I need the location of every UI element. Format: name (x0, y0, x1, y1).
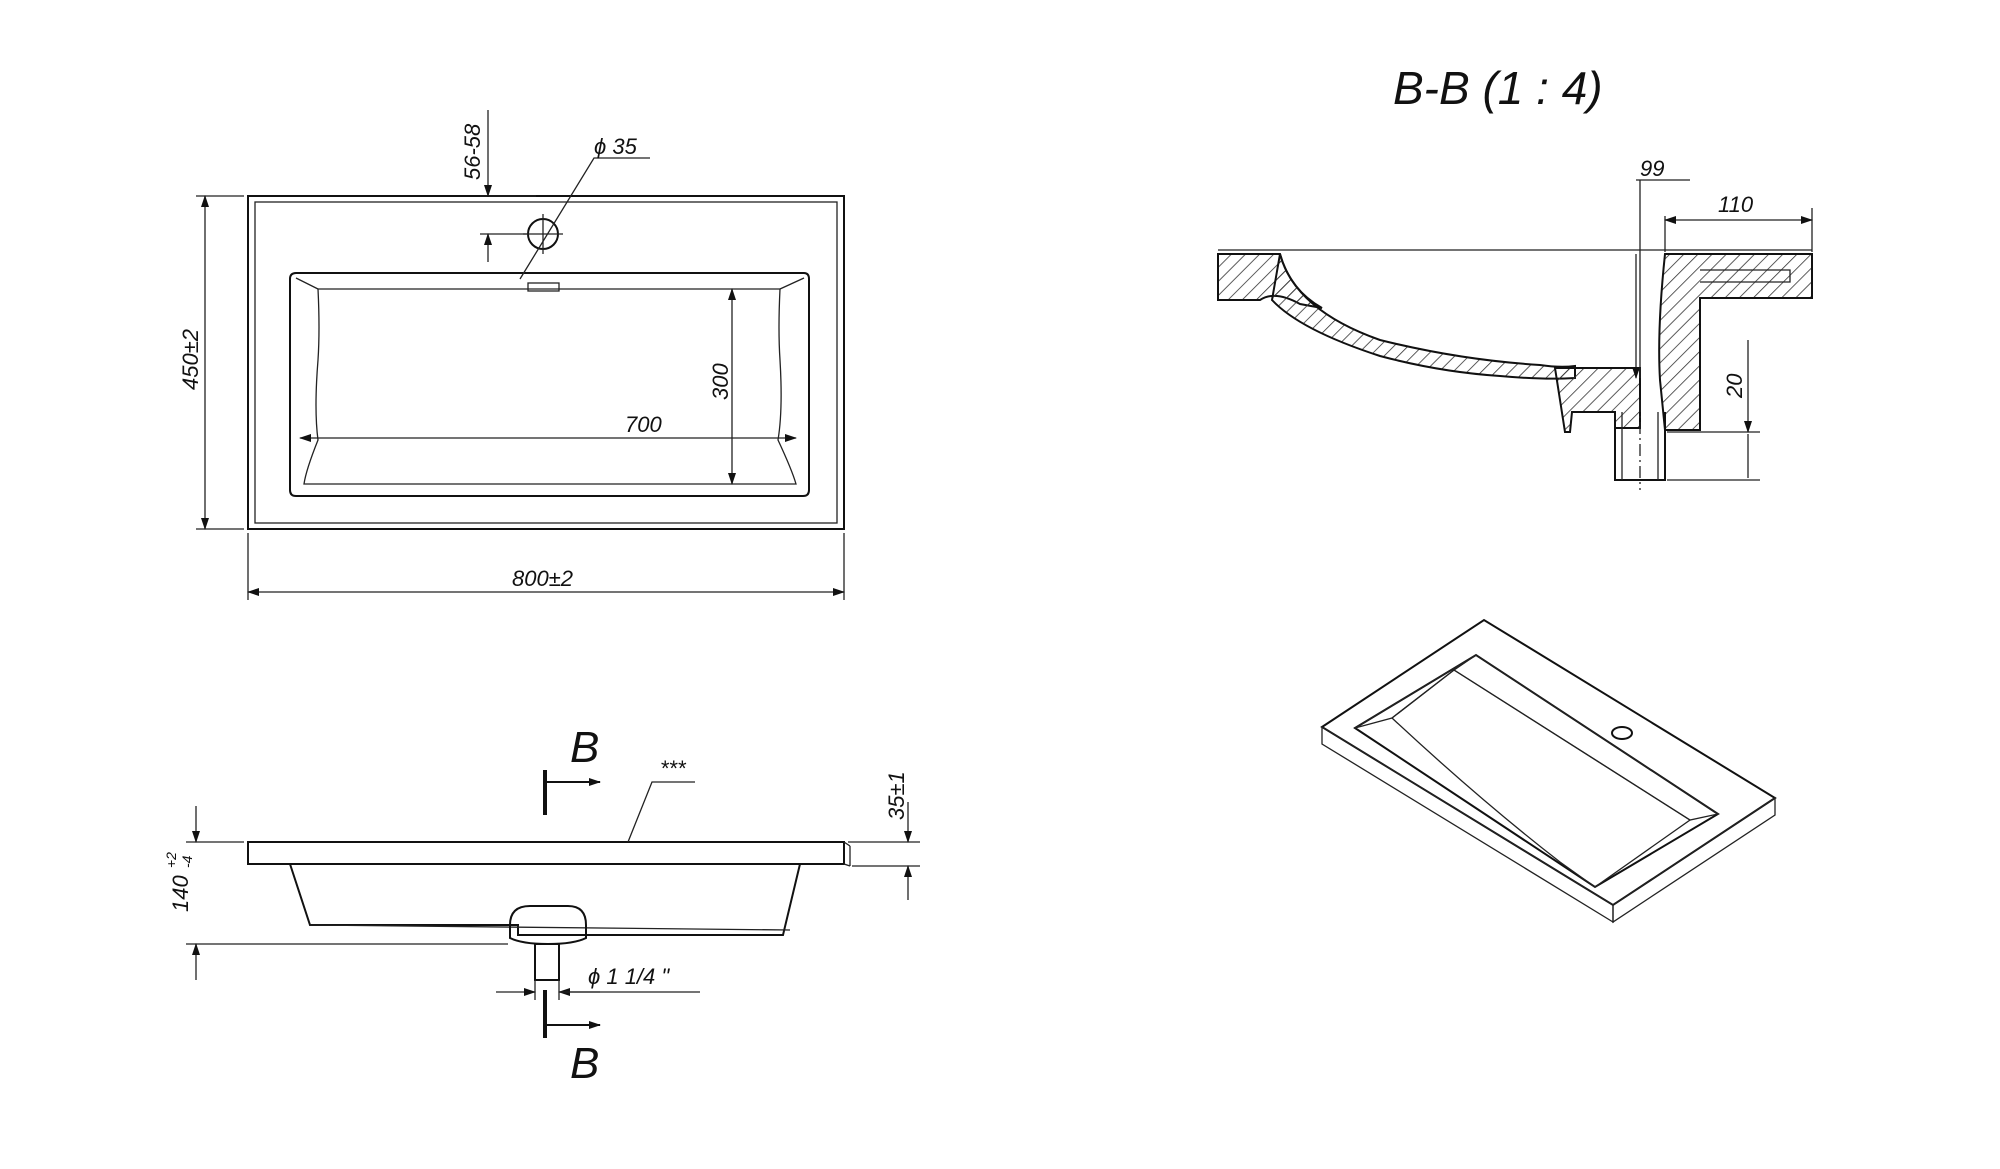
overflow-slot (527, 282, 560, 292)
height-label: 140 (168, 875, 193, 912)
section-marker-top: B (570, 723, 599, 772)
rim-thickness-label: 35±1 (884, 771, 909, 820)
drain-length-label: 20 (1722, 373, 1747, 399)
basin-outline (247, 195, 845, 530)
section-view: B-B (1 : 4) 99 110 20 (1217, 62, 1813, 490)
iso-tap-hole (1611, 726, 1633, 740)
bowl-length-label: 700 (625, 412, 662, 437)
iso-front-edge (1321, 725, 1614, 924)
bowl-outline (289, 272, 810, 497)
height-tol-plus: +2 (163, 852, 179, 868)
side-rim (247, 841, 845, 865)
side-drain-body (509, 905, 587, 946)
height-tol-minus: -4 (179, 855, 195, 868)
bowl-width-label: 300 (708, 363, 733, 400)
tap-offset-label: 56-58 (460, 123, 485, 180)
drain-diameter-label: ϕ 1 1/4 " (588, 964, 670, 989)
drain-offset-label: 99 (1640, 156, 1664, 181)
iso-bowl-wall (1452, 654, 1720, 821)
section-drain-boss (1553, 367, 1641, 433)
iso-view (1320, 618, 1777, 924)
section-bowl-shell (1270, 253, 1576, 380)
iso-top-surface (1320, 618, 1777, 907)
basin-rim-inner (254, 201, 838, 524)
section-right-wall (1658, 253, 1813, 431)
section-title: B-B (1 : 4) (1393, 62, 1603, 114)
section-drain-pipe (1614, 412, 1666, 481)
section-marker-bottom: B (570, 1039, 599, 1088)
depth-label: 450±2 (178, 329, 203, 390)
iso-bowl-opening (1353, 653, 1720, 889)
rim-width-label: 110 (1718, 192, 1754, 217)
iso-side-edge (1612, 796, 1776, 924)
side-bowl (289, 863, 801, 936)
tap-hole-label: ϕ 35 (594, 134, 638, 159)
width-label: 800±2 (512, 566, 573, 591)
top-view: ϕ 35 56-58 700 300 450±2 800±2 (178, 110, 845, 600)
note-label: *** (660, 756, 687, 781)
side-drain-pipe (534, 943, 560, 981)
side-view: B B *** 35±1 140 +2 -4 ϕ 1 1/4 " (163, 723, 920, 1088)
bowl-bottom (303, 288, 797, 485)
